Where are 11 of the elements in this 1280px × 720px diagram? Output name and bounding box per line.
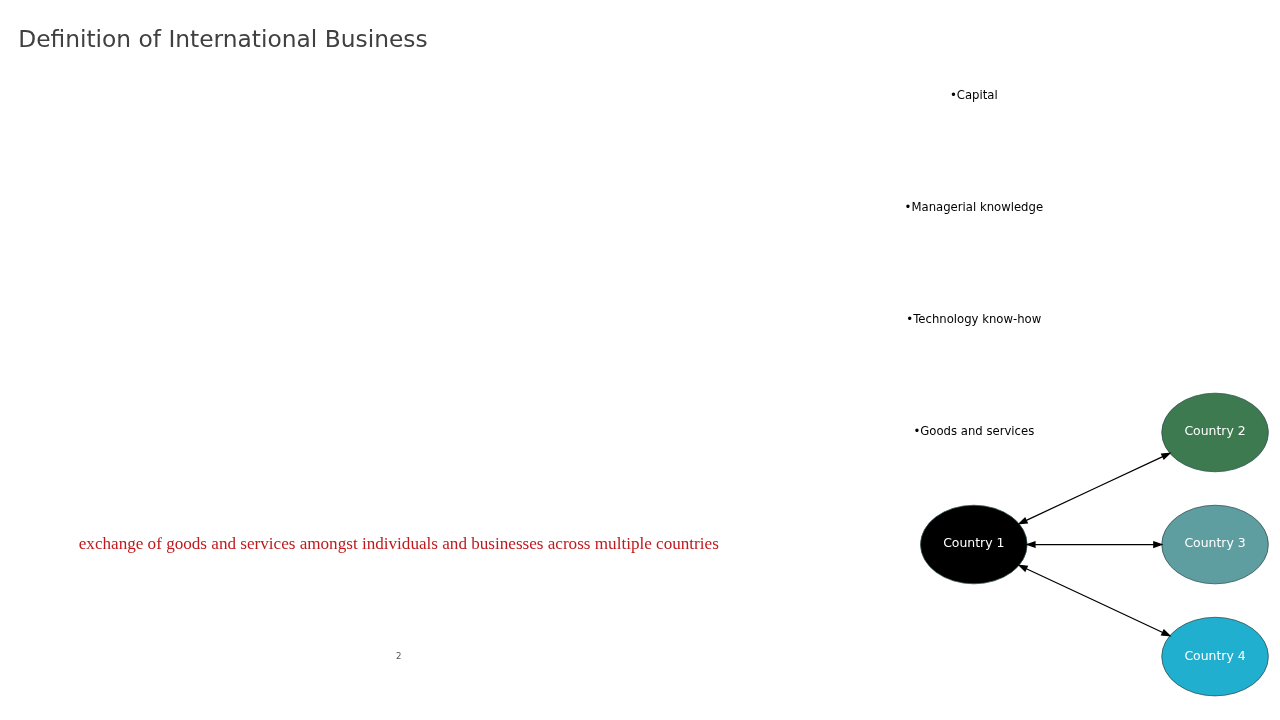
node-ellipse: Country 3 bbox=[1161, 504, 1269, 584]
arrow bbox=[1025, 540, 1164, 548]
arrow bbox=[1017, 564, 1172, 637]
diagram-title: Definition of International Business bbox=[18, 24, 428, 53]
label: 2 bbox=[396, 650, 402, 661]
arrow bbox=[1017, 452, 1172, 525]
label: •Goods and services bbox=[913, 423, 1035, 438]
label: exchange of goods and services amongst individuals and businesses across multiple countries bbox=[78, 533, 719, 553]
label: •Capital bbox=[949, 87, 998, 102]
label: •Technology know-how bbox=[906, 311, 1042, 326]
label: •Managerial knowledge bbox=[904, 199, 1044, 214]
